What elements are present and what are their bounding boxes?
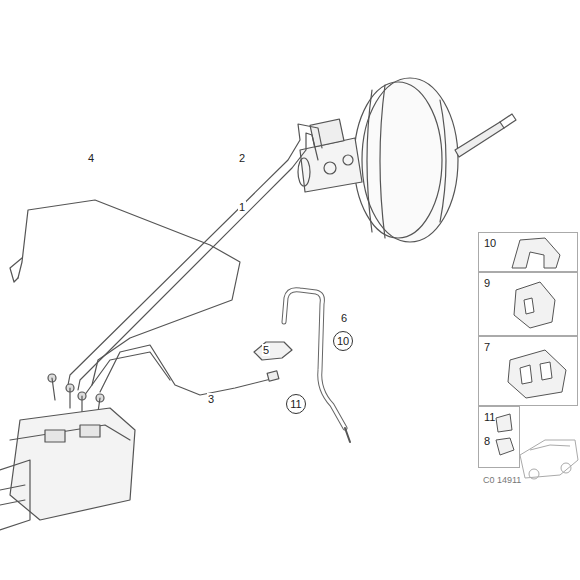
- callout-number: 2: [238, 152, 246, 164]
- inset-box: 11 8: [478, 406, 520, 468]
- callout-number: 10: [337, 335, 349, 347]
- callout-number: 9: [484, 277, 490, 289]
- callout-number: 10: [484, 237, 496, 249]
- callout-number: 1: [238, 201, 246, 213]
- callout-number: 8: [484, 435, 490, 447]
- callout-number: 4: [87, 152, 95, 164]
- callout-number: 5: [262, 344, 270, 356]
- drawing-number: C0 14911: [482, 474, 522, 486]
- callout-number: 11: [290, 398, 301, 410]
- inset-box: 10: [478, 232, 578, 272]
- callout-circle: 10: [333, 331, 353, 351]
- inset-box: 9: [478, 272, 578, 336]
- callout-circle: 11: [286, 394, 306, 414]
- callout-number: 7: [484, 341, 490, 353]
- callout-number: 11: [484, 411, 495, 423]
- callout-number: 6: [340, 312, 348, 324]
- inset-box: 7: [478, 336, 578, 406]
- callout-number: 3: [207, 393, 215, 405]
